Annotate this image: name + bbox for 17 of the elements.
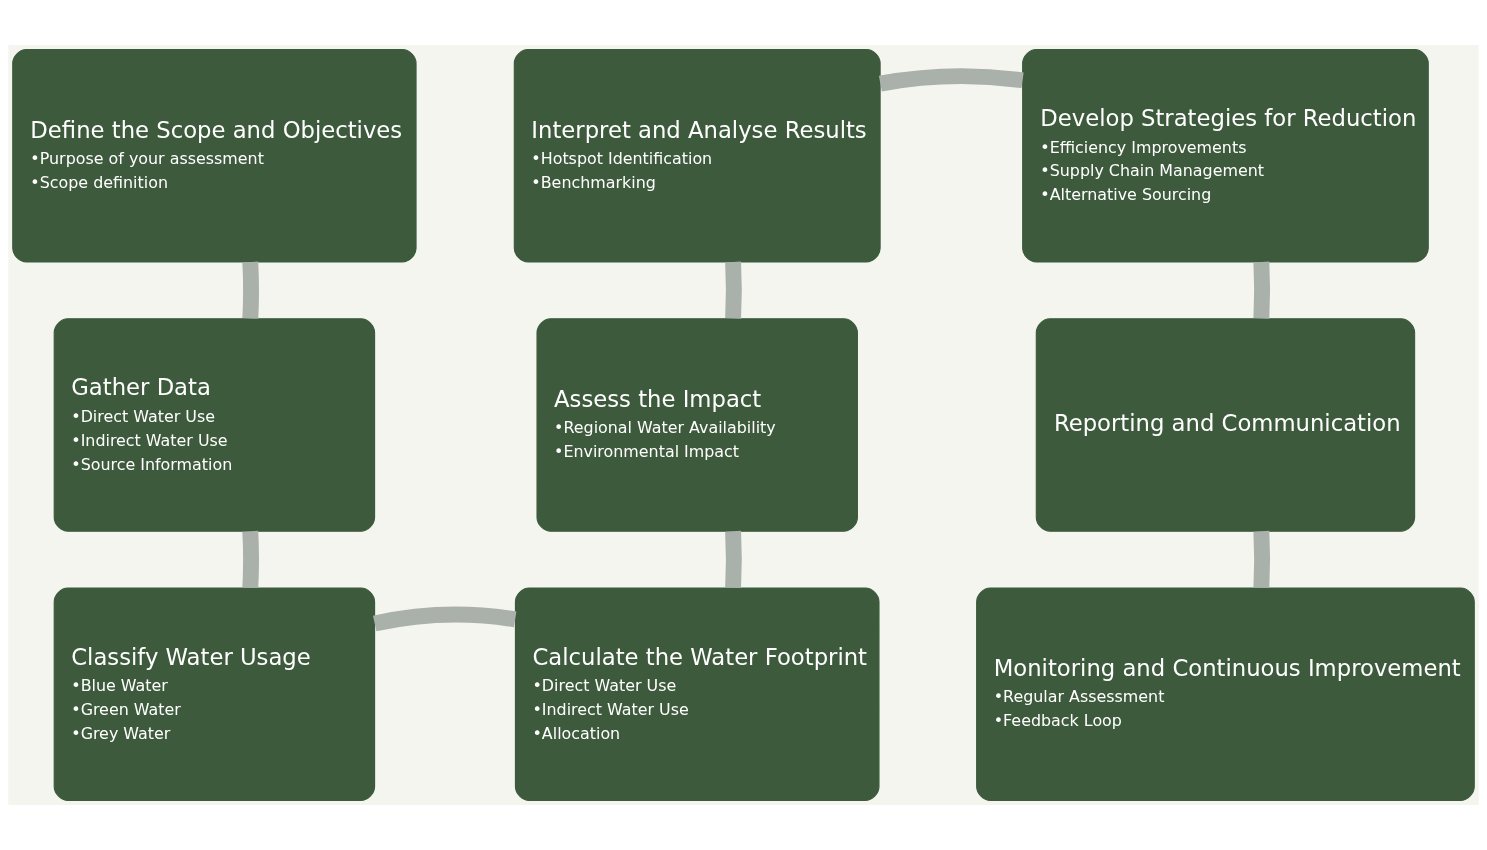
node-box: Interpret and Analyse Results •Hotspot Identification •Benchmarking: [513, 48, 881, 263]
connector: [1253, 261, 1271, 319]
node-box: Calculate the Water Footprint •Direct Water Use •Indirect Water Use •Allocation: [514, 587, 880, 802]
node-box: Classify Water Usage •Blue Water •Green Water •Grey Water: [53, 587, 376, 802]
connector: [725, 261, 742, 319]
node-box: Monitoring and Continuous Improvement •Regular Assessment •Feedback Loop: [976, 587, 1475, 802]
connector: [1253, 530, 1271, 588]
connector: [242, 530, 259, 588]
connector: [373, 606, 517, 632]
node-box: Gather Data •Direct Water Use •Indirect Water Use •Source Information: [53, 318, 376, 532]
node-box: Define the Scope and Objectives •Purpose of your assessment •Scope definition: [12, 48, 417, 263]
node-box: Develop Strategies for Reduction •Efficiency Improvements •Supply Chain Management •Alternative Sourcing: [1022, 48, 1429, 263]
connector: [242, 261, 259, 319]
connector: [879, 68, 1024, 92]
node-box: Assess the Impact •Regional Water Availability •Environmental Impact: [536, 318, 858, 532]
connector: [725, 530, 742, 588]
node-box: Reporting and Communication: [1035, 318, 1416, 532]
